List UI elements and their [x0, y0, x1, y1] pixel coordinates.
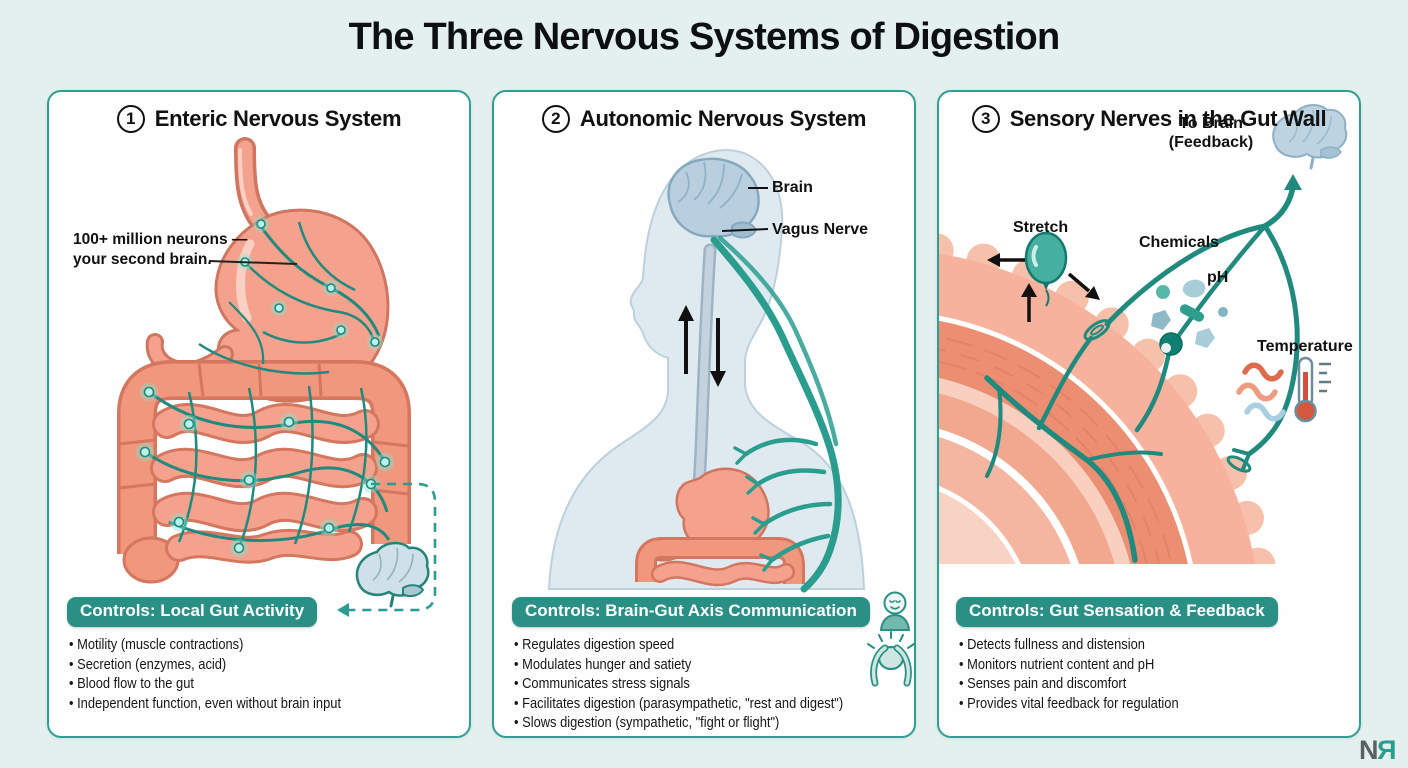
- bullet-item: • Senses pain and discomfort: [959, 675, 1127, 692]
- brain-icon: [355, 541, 430, 608]
- panel-number-1: 1: [116, 105, 145, 133]
- chemicals-label: Chemicals: [1139, 234, 1220, 251]
- chemical-particles: [1151, 279, 1228, 348]
- panel-sensory-header: 3 Sensory Nerves in the Gut Wall: [939, 105, 1359, 133]
- panel-number-3: 3: [971, 105, 1000, 133]
- bullet-item: • Provides vital feedback for regulation: [959, 694, 1179, 712]
- bullet-item: • Independent function, even without bra…: [69, 694, 342, 712]
- sensory-illustration: [939, 104, 1348, 564]
- bullet-list-sensory: • Detects fullness and distension • Moni…: [959, 635, 1179, 713]
- nr-logo-n: N: [1359, 735, 1378, 765]
- bullet-item: • Facilitates digestion (parasympathetic…: [514, 694, 844, 712]
- stretch-label: Stretch: [1013, 219, 1069, 236]
- enteric-illustration: [117, 137, 437, 617]
- chemoreceptor-icon: [1159, 332, 1183, 356]
- to-brain-arrowhead: [1284, 174, 1302, 190]
- panel-autonomic-title: Autonomic Nervous System: [579, 106, 867, 131]
- vagus-nerve-label: Vagus Nerve: [772, 221, 869, 238]
- brain-shape: [667, 157, 760, 239]
- intestines-shape: [117, 360, 411, 584]
- annotation-pointer-line: [208, 260, 298, 265]
- signal-arrows: [678, 305, 726, 387]
- page-title: The Three Nervous Systems of Digestion: [348, 16, 1061, 58]
- bullet-list-autonomic: • Regulates digestion speed • Modulates …: [514, 635, 843, 733]
- bullet-item: • Monitors nutrient content and pH: [959, 655, 1155, 673]
- vagus-pointer-line: [721, 228, 769, 232]
- nr-logo-r: R: [1377, 735, 1397, 765]
- bullet-item: • Detects fullness and distension: [959, 636, 1145, 653]
- controls-badge-sensory: Controls: Gut Sensation & Feedback: [956, 597, 1278, 627]
- dashed-connector: [337, 482, 437, 617]
- panel-enteric: 1 Enteric Nervous System: [47, 90, 471, 738]
- autonomic-illustration: [547, 149, 915, 687]
- stressed-person-icon: [867, 631, 915, 687]
- controls-badge-autonomic: Controls: Brain-Gut Axis Communication: [512, 597, 870, 627]
- controls-badge-enteric: Controls: Local Gut Activity: [67, 597, 318, 627]
- brain-icon: [1272, 104, 1348, 170]
- bullet-list-enteric: • Motility (muscle contractions) • Secre…: [69, 635, 341, 713]
- calm-person-icon: [879, 591, 911, 631]
- ph-label: pH: [1207, 269, 1229, 286]
- esophagus-shape: [234, 137, 272, 233]
- bullet-item: • Blood flow to the gut: [69, 675, 194, 692]
- panel-autonomic-header: 2 Autonomic Nervous System: [494, 105, 914, 133]
- panel-enteric-header: 1 Enteric Nervous System: [49, 105, 469, 133]
- nr-logo: NR: [1359, 735, 1396, 766]
- thermometer-icon: [1294, 356, 1331, 423]
- panel-number-2: 2: [541, 105, 570, 133]
- stretch-balloon-icon: [1024, 231, 1068, 307]
- to-brain-label: To Brain (Feedback): [1168, 115, 1254, 151]
- neuron-annotation: 100+ million neurons — your second brain…: [73, 231, 248, 268]
- bullet-item: • Secretion (enzymes, acid): [69, 655, 227, 673]
- nerve-network: [144, 221, 391, 549]
- bullet-item: • Motility (muscle contractions): [69, 636, 244, 653]
- gut-wall-layers: [939, 233, 1276, 564]
- intestines-shape: [635, 537, 805, 587]
- vagus-nerve: [710, 235, 842, 593]
- panel-sensory-title: Sensory Nerves in the Gut Wall: [1009, 106, 1327, 131]
- temperature-waves: [1236, 362, 1286, 422]
- bullet-item: • Regulates digestion speed: [514, 636, 675, 653]
- panel-autonomic: 2 Autonomic Nervous System: [492, 90, 916, 738]
- bullet-item: • Modulates hunger and satiety: [514, 655, 692, 673]
- panel-enteric-title: Enteric Nervous System: [154, 106, 402, 131]
- stretch-arrows: [987, 253, 1100, 322]
- bullet-item: • Communicates stress signals: [514, 675, 690, 692]
- temperature-label: Temperature: [1257, 338, 1353, 355]
- brain-label: Brain: [772, 179, 813, 196]
- esophagus-tube: [692, 243, 717, 491]
- panel-sensory: 3 Sensory Nerves in the Gut Wall: [937, 90, 1361, 738]
- bullet-item: • Slows digestion (sympathetic, "fight o…: [514, 714, 780, 731]
